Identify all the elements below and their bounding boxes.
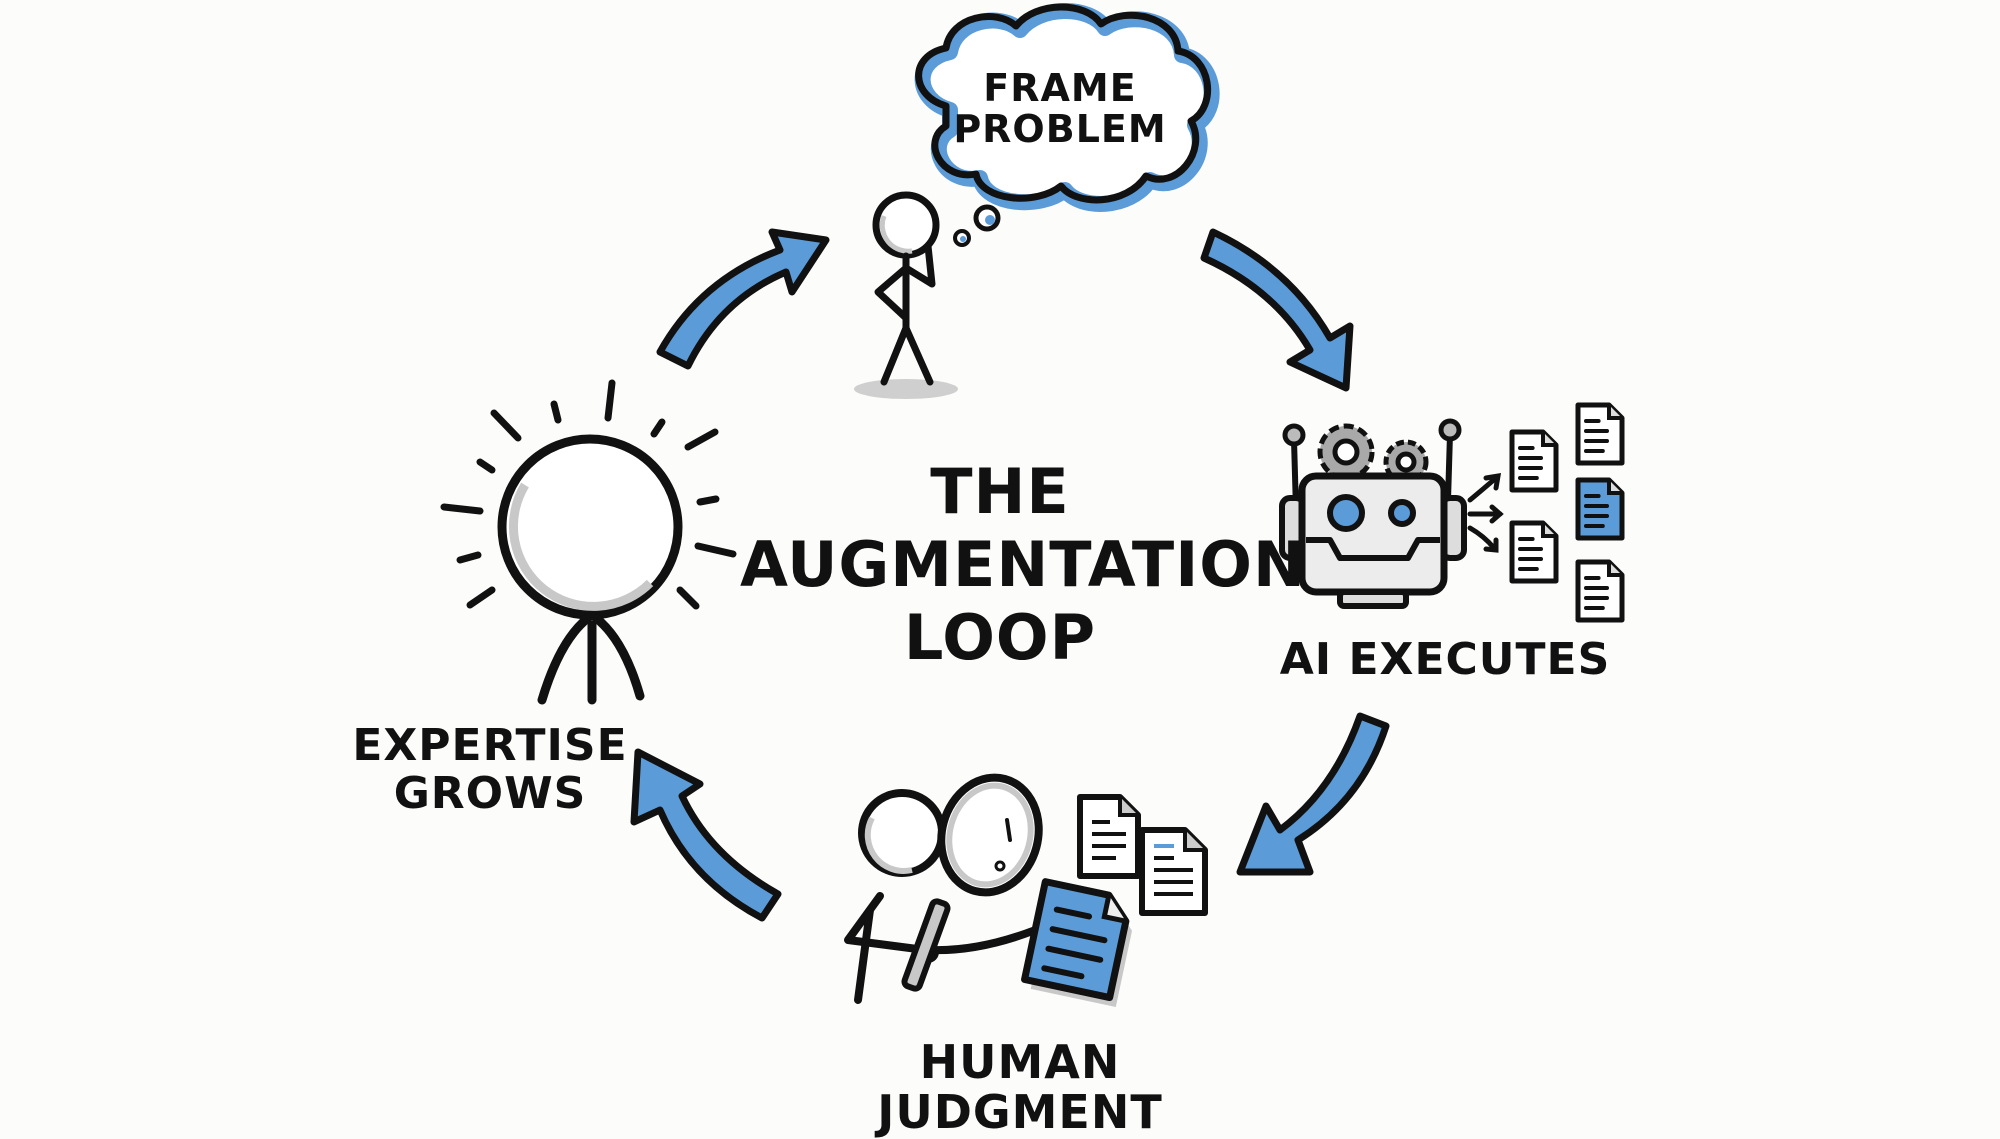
person-with-magnifying-glass-icon [844, 773, 1133, 1008]
thought-bubble-dots [953, 204, 1001, 247]
output-arrows [1467, 472, 1504, 553]
document-icon [1077, 794, 1141, 879]
step-label-human-judgment: HUMAN JUDGMENT [877, 1035, 1163, 1139]
step-label-expertise-grows: EXPERTISE GROWS [352, 720, 628, 819]
document-icon [1139, 827, 1208, 916]
step-label-ai-executes: AI EXECUTES [1279, 634, 1611, 685]
magnifying-glass-icon [901, 773, 1043, 992]
gear-icon [1317, 423, 1375, 481]
document-icon [1509, 429, 1559, 493]
person-with-radiating-head-icon [440, 379, 737, 705]
generated-documents [1509, 402, 1625, 623]
document-icon [1021, 878, 1133, 1008]
document-icon [1575, 559, 1625, 623]
document-icon [1509, 520, 1559, 584]
arrow-judge-to-grow [630, 748, 782, 922]
document-icon [1575, 477, 1625, 541]
thought-cloud [914, 3, 1220, 212]
step-label-frame-problem: FRAME PROBLEM [953, 66, 1167, 152]
augmentation-loop-diagram [440, 3, 1625, 1008]
robot-icon [1279, 418, 1467, 609]
review-documents [1077, 794, 1208, 916]
arrow-execute-to-judge [1236, 712, 1390, 876]
document-icon [1575, 402, 1625, 466]
radiating-lines [440, 379, 737, 610]
arrow-frame-to-execute [1200, 228, 1354, 392]
diagram-title: THE AUGMENTATION LOOP [740, 455, 1306, 675]
thinking-person-icon [854, 191, 958, 399]
arrow-grow-to-frame [656, 228, 830, 370]
